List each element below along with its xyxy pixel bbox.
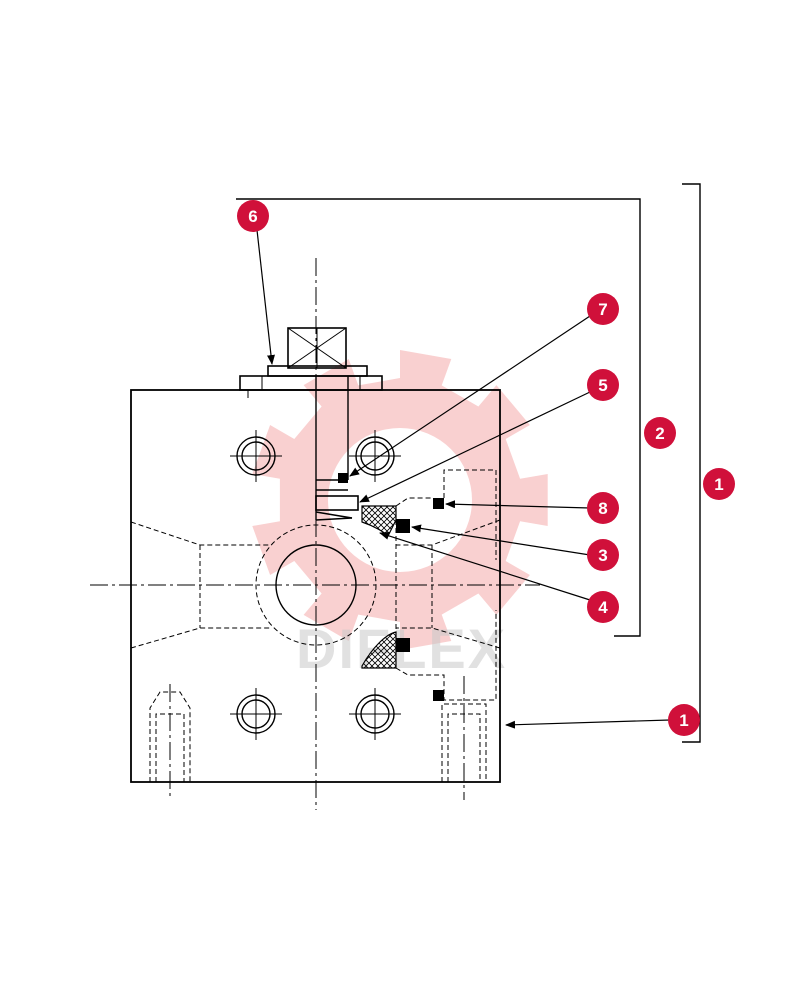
callout-badge-label: 1: [714, 475, 723, 494]
callout-badge-1b: 1: [668, 704, 700, 736]
mounting-hole-top-right: [349, 430, 401, 482]
leader-lines: [256, 229, 671, 729]
callout-badge-3: 3: [587, 539, 619, 571]
callout-badge-circle: [644, 417, 676, 449]
callout-badge-2: 2: [644, 417, 676, 449]
bracket-group-2: [236, 198, 641, 637]
callout-badge-5: 5: [587, 369, 619, 401]
mounting-hole-bottom-left: [230, 688, 282, 740]
callout-badge-circle: [587, 492, 619, 524]
cover-plate: [239, 365, 383, 398]
oring-outer: [433, 498, 444, 701]
bracket-group-1: [682, 183, 701, 743]
callouts: 6 7 5 2 1 8 3 4 1: [237, 200, 735, 736]
callout-badge-label: 8: [598, 499, 607, 518]
callout-badge-label: 6: [248, 207, 257, 226]
seat-disc: [315, 495, 359, 521]
callout-badge-1a: 1: [703, 468, 735, 500]
callout-badge-label: 7: [598, 300, 607, 319]
callout-badge-label: 3: [598, 546, 607, 565]
callout-badge-label: 4: [598, 598, 608, 617]
callout-badge-label: 2: [655, 424, 664, 443]
callout-badge-4: 4: [587, 591, 619, 623]
mounting-hole-top-left: [230, 430, 282, 482]
flow-passage-hidden-lines: [130, 519, 501, 649]
callout-badge-circle: [587, 369, 619, 401]
callout-badge-circle: [587, 591, 619, 623]
callout-badge-circle: [587, 293, 619, 325]
seal-square: [396, 519, 410, 652]
upper-seal: [338, 473, 348, 483]
callout-badge-circle: [237, 200, 269, 232]
threaded-bores: [149, 691, 487, 782]
port-bore: [275, 544, 357, 626]
callout-badge-circle: [668, 704, 700, 736]
callout-badge-label: 5: [598, 376, 607, 395]
callout-badge-6: 6: [237, 200, 269, 232]
mounting-holes: [230, 430, 401, 740]
gear-hole: [328, 428, 472, 572]
mounting-hole-bottom-right: [349, 688, 401, 740]
callout-badge-circle: [587, 539, 619, 571]
stem-actuator: [287, 327, 347, 369]
callout-badge-label: 1: [679, 711, 688, 730]
callout-badge-7: 7: [587, 293, 619, 325]
watermark-gear-icon: [252, 350, 548, 650]
threaded-bore-centerlines: [169, 676, 465, 800]
callout-badge-circle: [703, 468, 735, 500]
center-lines: [90, 258, 540, 810]
callout-badge-8: 8: [587, 492, 619, 524]
